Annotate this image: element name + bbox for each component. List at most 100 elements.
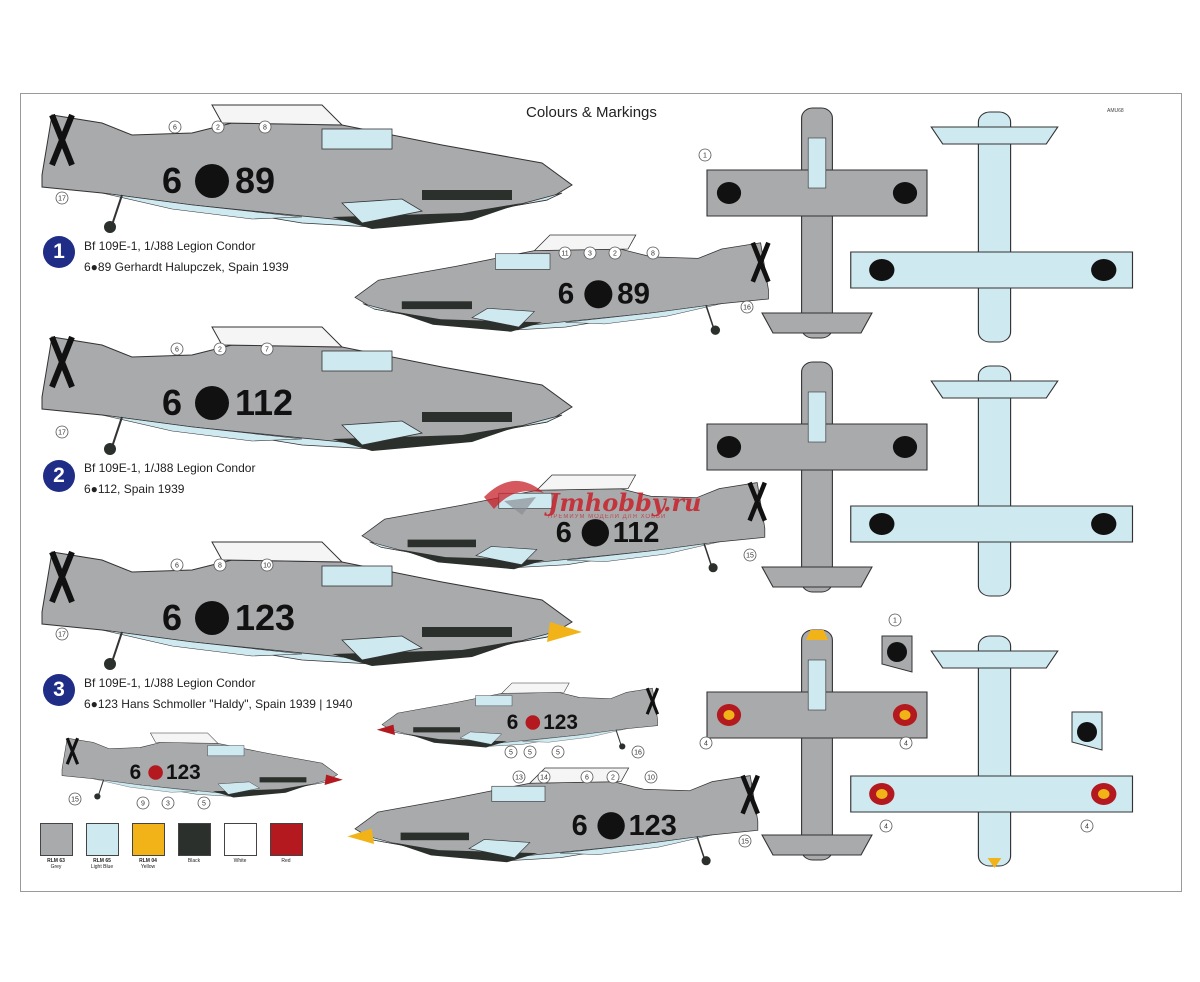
scheme-3-code-suffix: 123 <box>235 597 295 638</box>
swatch-label: Black <box>169 858 219 864</box>
scheme-2-starboard-profile: 6 112 <box>362 475 767 572</box>
swatch-name: Red <box>281 858 291 864</box>
callout-marker: 2 <box>608 246 622 260</box>
callout-number: 3 <box>588 251 592 258</box>
scheme-3-upper-view <box>706 629 928 861</box>
swatch-red <box>270 823 303 856</box>
scheme-3-code-suffix-small: 123 <box>543 711 578 734</box>
callout-marker: 15 <box>68 792 82 806</box>
callout-number: 4 <box>704 741 708 748</box>
scheme-3-code-suffix-starboard: 123 <box>629 810 677 842</box>
callout-marker: 6 <box>168 120 182 134</box>
swatch-name: White <box>233 858 247 864</box>
swatch-code: RLM 63 <box>47 858 65 864</box>
scheme-1-code-prefix-starboard: 6 <box>558 278 574 311</box>
callout-number: 4 <box>904 741 908 748</box>
callout-number: 15 <box>741 839 749 846</box>
callout-number: 6 <box>173 125 177 132</box>
callout-marker: 17 <box>55 425 69 439</box>
callout-number: 15 <box>746 553 754 560</box>
scheme-2-lower-view <box>850 365 1134 597</box>
callout-marker: 5 <box>551 745 565 759</box>
callout-marker: 2 <box>213 342 227 356</box>
scheme-1-port-profile: 6 89 <box>41 104 573 234</box>
callout-marker: 4 <box>899 736 913 750</box>
scheme-1-line2: 6●89 Gerhardt Halupczek, Spain 1939 <box>84 260 289 274</box>
callout-number: 6 <box>175 347 179 354</box>
callout-marker: 6 <box>170 558 184 572</box>
callout-number: 1 <box>703 153 707 160</box>
callout-marker: 4 <box>1080 819 1094 833</box>
callout-number: 5 <box>509 750 513 757</box>
code-dot <box>581 519 609 547</box>
scheme-1-code-prefix: 6 <box>162 160 182 201</box>
scheme-3-code-prefix-starboard: 6 <box>572 810 588 842</box>
callout-marker: 15 <box>743 548 757 562</box>
scheme-1-lower-view <box>850 111 1134 343</box>
scheme-3-line1: Bf 109E-1, 1/J88 Legion Condor <box>84 676 256 690</box>
scheme-2-code-prefix: 6 <box>162 382 182 423</box>
callout-number: 15 <box>71 797 79 804</box>
callout-marker: 16 <box>631 745 645 759</box>
callout-marker: 6 <box>580 770 594 784</box>
callout-marker: 14 <box>537 770 551 784</box>
callout-number: 8 <box>263 125 267 132</box>
scheme-3-code-prefix-small-port: 6 <box>130 761 142 784</box>
swatch-black <box>178 823 211 856</box>
swatch-label: Red <box>261 858 311 864</box>
scheme-1-code-suffix-starboard: 89 <box>617 278 650 311</box>
callout-marker: 7 <box>260 342 274 356</box>
callout-marker: 10 <box>644 770 658 784</box>
scheme-3-starboard-profile: 6 123 <box>347 768 760 865</box>
scheme-1-badge: 1 <box>43 236 75 268</box>
callout-marker: 9 <box>136 796 150 810</box>
code-dot <box>195 164 229 198</box>
callout-number: 8 <box>218 563 222 570</box>
callout-marker: 16 <box>740 300 754 314</box>
callout-number: 6 <box>585 775 589 782</box>
callout-number: 14 <box>540 775 548 782</box>
scheme-1-line1: Bf 109E-1, 1/J88 Legion Condor <box>84 239 256 253</box>
scheme-3-caption: Bf 109E-1, 1/J88 Legion Condor 6●123 Han… <box>84 673 352 715</box>
swatch-light-blue <box>86 823 119 856</box>
callout-marker: 1 <box>698 148 712 162</box>
page-title: Colours & Markings <box>526 104 657 121</box>
code-dot <box>195 386 229 420</box>
callout-marker: 17 <box>55 191 69 205</box>
callout-number: 2 <box>218 347 222 354</box>
callout-number: 2 <box>613 251 617 258</box>
code-dot-red <box>148 765 163 780</box>
callout-marker: 10 <box>260 558 274 572</box>
scheme-3-code-suffix-small-port: 123 <box>166 761 201 784</box>
callout-number: 17 <box>58 196 66 203</box>
callout-number: 13 <box>515 775 523 782</box>
swatch-grey <box>40 823 73 856</box>
callout-number: 7 <box>265 347 269 354</box>
scheme-3-port-profile-small: 6 123 <box>61 732 343 801</box>
scheme-3-line2: 6●123 Hans Schmoller "Haldy", Spain 1939… <box>84 697 353 711</box>
callout-number: 3 <box>166 801 170 808</box>
callout-number: 2 <box>611 775 615 782</box>
callout-number: 10 <box>263 563 271 570</box>
scheme-2-code-prefix-starboard: 6 <box>556 517 572 549</box>
scheme-1-upper-view <box>706 107 928 339</box>
callout-marker: 5 <box>504 745 518 759</box>
callout-marker: 8 <box>258 120 272 134</box>
swatch-yellow <box>132 823 165 856</box>
scheme-2-code-suffix-starboard: 112 <box>613 517 660 549</box>
callout-marker: 6 <box>170 342 184 356</box>
callout-number: 16 <box>634 750 642 757</box>
scheme-2-code-suffix: 112 <box>235 382 293 423</box>
swatch-white <box>224 823 257 856</box>
callout-marker: 8 <box>646 246 660 260</box>
callout-marker: 3 <box>161 796 175 810</box>
callout-marker: 17 <box>55 627 69 641</box>
scheme-3-lower-view <box>850 635 1134 868</box>
callout-number: 11 <box>561 251 568 258</box>
callout-number: 5 <box>556 750 560 757</box>
scheme-2-port-profile: 6 112 <box>41 326 573 456</box>
